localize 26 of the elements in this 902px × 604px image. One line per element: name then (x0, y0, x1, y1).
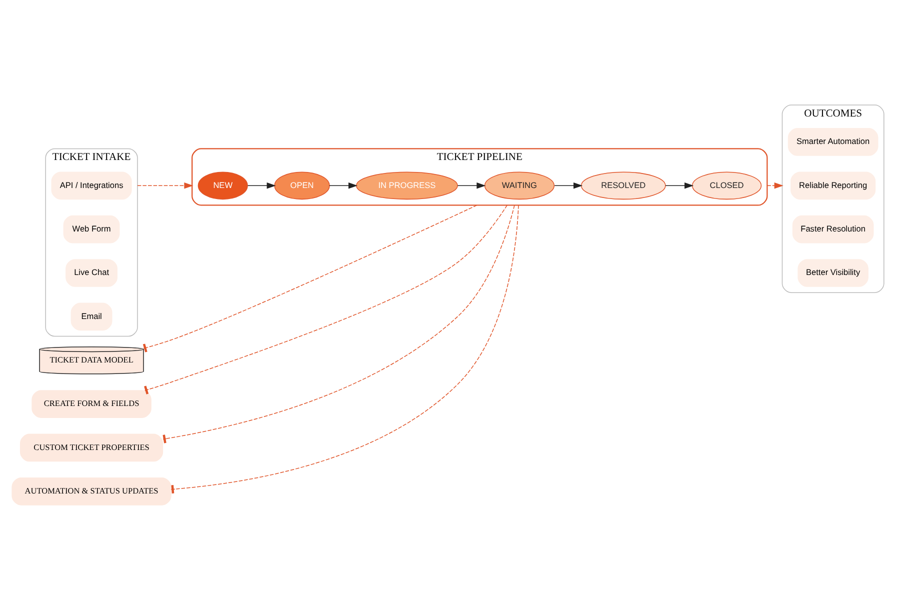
node-ellipse: WAITING (484, 172, 555, 200)
node-ellipse: OPEN (274, 172, 330, 200)
connector (170, 204, 519, 494)
node-box: Email (70, 302, 112, 331)
node-box: AUTOMATION & STATUS UPDATES (12, 478, 172, 506)
node-box: CUSTOM TICKET PROPERTIES (20, 434, 164, 462)
connector (144, 204, 508, 394)
arrow (137, 182, 194, 189)
node-box: Reliable Reporting (790, 172, 876, 200)
arrow (457, 182, 486, 189)
node-ellipse: NEW (198, 172, 248, 200)
node-box: API / Integrations (51, 172, 132, 200)
node-ellipse: CLOSED (692, 172, 762, 200)
node-box: Better Visibility (798, 259, 868, 287)
arrow (766, 182, 784, 189)
node-box: Faster Resolution (792, 215, 874, 244)
connector (142, 204, 478, 352)
node-ellipse: RESOLVED (580, 172, 666, 200)
node-box: Smarter Automation (788, 128, 878, 156)
arrow (247, 182, 276, 189)
arrow (665, 182, 694, 189)
arrow (554, 182, 583, 189)
node-box: Live Chat (66, 259, 118, 287)
node-ellipse: IN PROGRESS (356, 172, 458, 200)
arrow (329, 182, 358, 189)
node-box: Web Form (63, 215, 120, 244)
